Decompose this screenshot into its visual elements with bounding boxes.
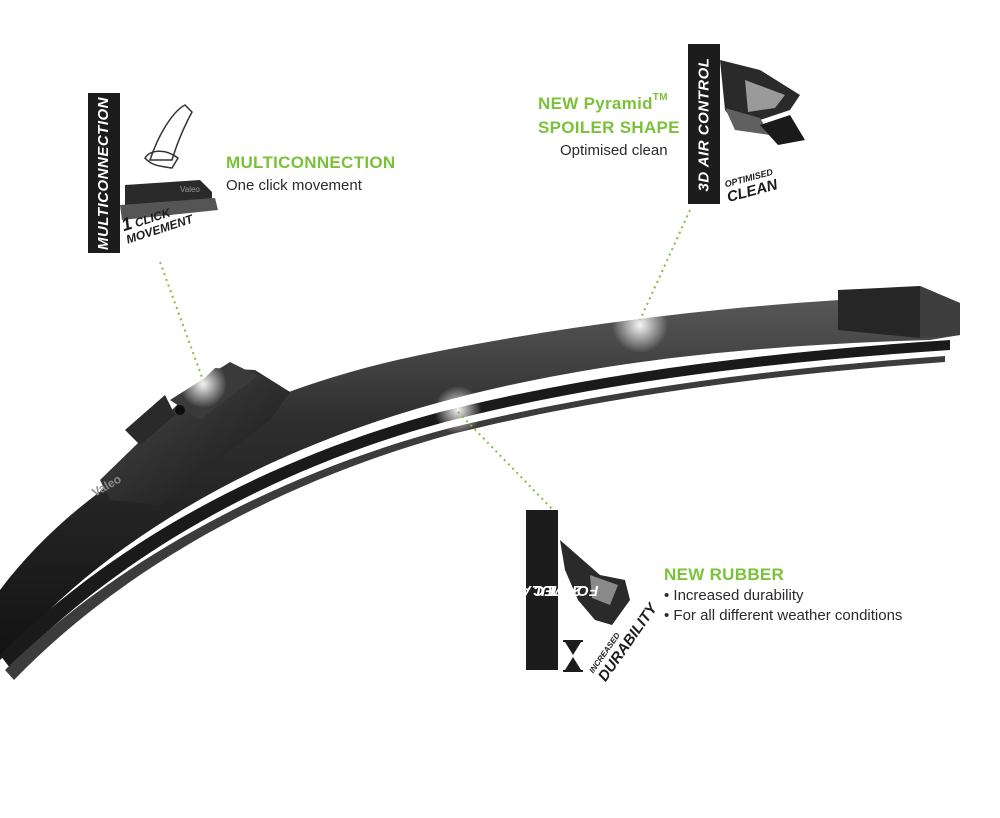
air-control-badge-label: 3D AIR CONTROL [695, 57, 713, 191]
end-cap-face [920, 286, 960, 338]
spoiler-description: Optimised clean [560, 142, 668, 159]
trademark: TM [652, 92, 668, 103]
formula-text: FORMULA [519, 581, 599, 599]
multiconnection-adapter [100, 368, 290, 505]
leader-line-spoiler [639, 209, 691, 321]
air-control-badge: 3D AIR CONTROL [688, 44, 720, 204]
highlight-spoiler [612, 297, 668, 353]
multiconnection-title: MULTICONNECTION [226, 153, 396, 172]
spoiler-title-line2: SPOILER SHAPE [538, 118, 680, 137]
spoiler-title-line1: NEW PyramidTM [538, 92, 668, 114]
finger-press-icon [144, 104, 193, 169]
spoiler-title-text: NEW Pyramid [538, 94, 653, 113]
adapter-pin-hole [175, 405, 185, 415]
highlight-rubber [434, 386, 482, 434]
mini-adapter-icon: Valeo [120, 180, 218, 220]
spoiler-profile-icon [720, 60, 805, 145]
valeo-logo-mini: Valeo [180, 185, 200, 194]
multiconnection-badge-label: MULTICONNECTION [95, 96, 113, 250]
multiconnection-description: One click movement [226, 177, 362, 194]
highlight-connector [179, 360, 227, 408]
hourglass-icon [563, 640, 583, 672]
rubber-title: NEW RUBBER [664, 565, 785, 584]
rubber-profile-icon [560, 540, 630, 625]
rubber-bullet-1: • Increased durability [664, 587, 804, 604]
rubber-bullet-2: • For all different weather conditions [664, 607, 903, 624]
multiconnection-badge: MULTICONNECTION [88, 93, 120, 253]
adapter-clip [125, 395, 175, 445]
